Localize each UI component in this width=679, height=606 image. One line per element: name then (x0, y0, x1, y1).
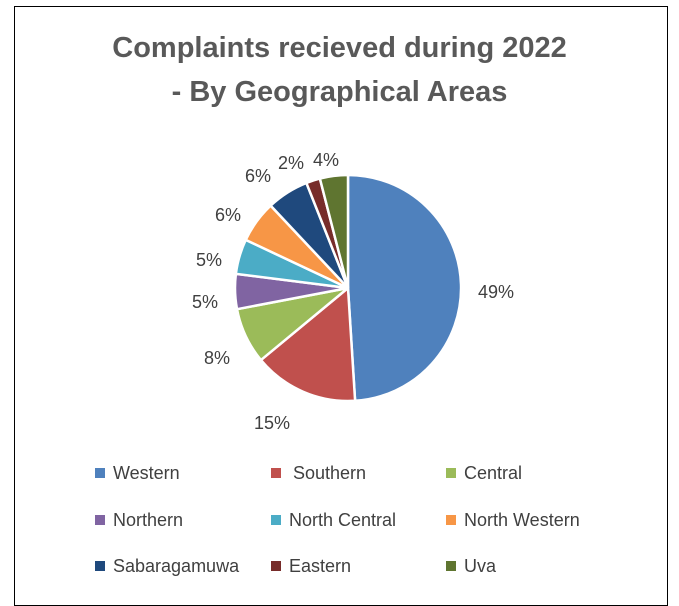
legend-swatch-eastern (271, 561, 281, 571)
legend-swatch-northern (95, 515, 105, 525)
legend-swatch-north-central (271, 515, 281, 525)
legend-label-southern: Southern (293, 463, 367, 483)
pie-slice-western (346, 173, 463, 403)
legend-label-north-western: North Western (464, 510, 580, 530)
data-label-north-central: 5% (196, 250, 222, 270)
legend-swatch-north-western (446, 515, 456, 525)
data-label-sabaragamuwa: 6% (245, 166, 271, 186)
pie-slice-southern (259, 285, 357, 403)
pie-slice-uva (318, 173, 350, 289)
legend-label-western: Western (113, 463, 180, 483)
legend-item-northern: Northern (95, 509, 183, 531)
legend-swatch-southern (271, 468, 281, 478)
legend-swatch-central (446, 468, 456, 478)
data-label-western: 49% (478, 282, 514, 302)
chart-title: Complaints recieved during 2022 - By Geo… (0, 26, 679, 114)
data-label-southern: 15% (254, 413, 290, 433)
legend-swatch-uva (446, 561, 456, 571)
legend-item-north-western: North Western (446, 509, 580, 531)
legend-swatch-western (95, 468, 105, 478)
legend-item-sabaragamuwa: Sabaragamuwa (95, 555, 239, 577)
chart-title-line-2: - By Geographical Areas (171, 76, 508, 108)
legend-item-central: Central (446, 462, 522, 484)
data-label-north-western: 6% (215, 205, 241, 225)
legend-label-north-central: North Central (289, 510, 397, 530)
legend-item-southern: Southern (271, 462, 366, 484)
legend-label-uva: Uva (464, 556, 497, 576)
legend-swatch-sabaragamuwa (95, 561, 105, 571)
legend-label-northern: Northern (113, 510, 184, 530)
legend-item-eastern: Eastern (271, 555, 351, 577)
legend-item-uva: Uva (446, 555, 496, 577)
legend-label-sabaragamuwa: Sabaragamuwa (113, 556, 240, 576)
data-label-central: 8% (204, 348, 230, 368)
data-label-northern: 5% (192, 292, 218, 312)
legend-item-north-central: North Central (271, 509, 396, 531)
chart-title-line-1: Complaints recieved during 2022 (112, 32, 567, 64)
legend-label-eastern: Eastern (289, 556, 352, 576)
legend-label-central: Central (464, 463, 523, 483)
legend-item-western: Western (95, 462, 180, 484)
data-label-uva: 4% (313, 150, 339, 170)
data-label-eastern: 2% (278, 153, 304, 173)
